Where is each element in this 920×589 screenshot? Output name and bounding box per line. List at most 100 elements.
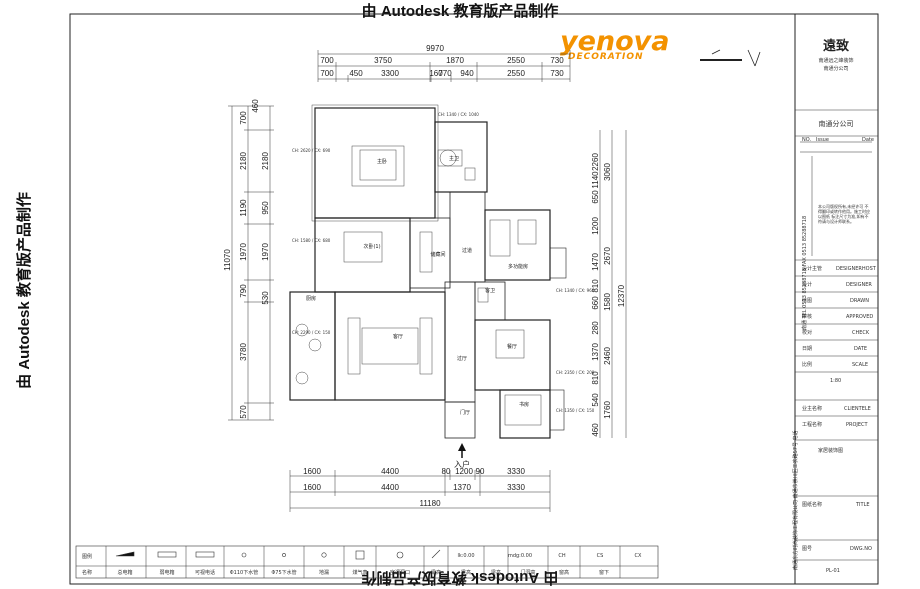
legend-head1: 图例 xyxy=(82,553,92,560)
drawing-element xyxy=(115,551,135,557)
left-dims-inner2: 460 2180 950 1970 530 xyxy=(251,99,270,305)
top-dimensions xyxy=(317,50,571,82)
drawing-element: CH: 2290 / CX: 150 xyxy=(292,330,331,335)
drawing-element xyxy=(75,545,659,579)
bottom-dim-total: 11180 xyxy=(419,499,441,508)
drawing-element xyxy=(241,552,247,558)
drawing-element: SCALE xyxy=(852,362,868,368)
legend-row1-text: lk:0.00 mdg:0.00 CH CS CX xyxy=(457,553,642,559)
drawing-element: 南通分公司 xyxy=(823,65,848,72)
drawing-element: CLIENTELE xyxy=(844,406,871,412)
drawing-element: 2180 xyxy=(239,152,248,170)
logo-brand: yenova xyxy=(560,26,670,57)
right-dims-mid: 3060 2670 1580 2460 1760 xyxy=(603,163,612,419)
room-entry-hall: 门厅 xyxy=(460,409,470,416)
drawing-element: lk:0.00 xyxy=(457,553,474,559)
right-dim-total: 12370 xyxy=(617,284,626,307)
drawing-element: 1140 xyxy=(591,171,600,189)
drawing-element: 540 xyxy=(591,393,600,407)
drawing-element xyxy=(282,553,286,557)
drawing-element xyxy=(314,107,436,219)
drawing-element: DESIGNER xyxy=(846,282,872,288)
drawing-element: 3060 xyxy=(603,163,612,181)
drawing-element xyxy=(444,401,476,439)
drawing-element xyxy=(289,292,335,401)
drawing-element: 图号 xyxy=(802,546,812,552)
drawing-element: 比例 xyxy=(802,361,812,368)
drawing-element: 1190 xyxy=(239,199,248,217)
drawing-element: 业主名称 xyxy=(802,405,822,412)
drawing-element xyxy=(754,51,761,67)
room-study: 书房 xyxy=(519,401,529,408)
ceiling-tags: CH: 1340 / CX: 1040 CH: 2620 / CX: 690 C… xyxy=(292,112,595,413)
drawing-element: 3780 xyxy=(239,343,248,361)
drawing-element xyxy=(484,209,551,281)
drawing-element xyxy=(489,219,511,257)
drawing-element: 810 xyxy=(591,279,600,293)
drawing-element xyxy=(711,49,721,55)
drawing-element: 4400 xyxy=(381,483,399,492)
entry-arrow-icon xyxy=(458,443,466,458)
drawing-element: 煤气表 xyxy=(352,569,367,576)
titleblock-phone: 南通 TEL 0513 85288718 FAX 0513 85288718 xyxy=(801,216,808,330)
drawing-element: CH: 1580 / CX: 680 xyxy=(292,238,331,243)
drawing-element: 设计主管 xyxy=(802,265,822,272)
legend-head2: 名称 xyxy=(82,569,92,576)
branch-name: 南通分公司 xyxy=(819,119,854,128)
drawing-element: 1760 xyxy=(603,401,612,419)
drawing-element: 可视电话 xyxy=(195,569,215,576)
drawing-element: CS xyxy=(597,553,604,559)
drawing-element: 160 xyxy=(429,69,443,78)
drawing-element: 弱电箱 xyxy=(159,569,174,576)
room-labels: 主卧 主卫 次卧(1) 储藏间 过道 多功能房 客卫 厨房 客厅 过厅 餐厅 门… xyxy=(306,155,529,416)
drawing-element xyxy=(295,371,309,385)
legend-items: 总电箱 弱电箱 可视电话 Φ110下水管 Φ75下水管 地漏 煤气表 空调洞口 … xyxy=(117,569,609,576)
drawing-element: 2550 xyxy=(507,69,525,78)
drawing-element: CH xyxy=(558,553,565,559)
drawing-element xyxy=(347,317,361,375)
drawing-element xyxy=(195,551,215,558)
drawing-element: 3300 xyxy=(381,69,399,78)
top-dims-row2: 700 3750 1870 2550 730 xyxy=(320,56,564,65)
drawing-element: DWG.NO xyxy=(850,546,872,552)
drawing-element xyxy=(434,121,488,193)
top-dim-total: 9970 xyxy=(426,44,444,53)
room-living: 客厅 xyxy=(393,333,403,340)
drawing-element: 门洞高 xyxy=(520,569,535,576)
drawing-element xyxy=(355,550,365,560)
drawing-element xyxy=(334,291,446,401)
bottom-dimensions xyxy=(289,470,551,512)
drawing-element: DRAWN xyxy=(850,298,869,304)
titleblock-address: 南通东方时尚装饰工程有限公司 南通市崇川区工农路57号 电话 xyxy=(792,430,799,570)
drawing-element: 校对 xyxy=(802,329,812,336)
drawing-element: CHECK xyxy=(852,330,870,336)
drawing-element: 570 xyxy=(239,405,248,419)
drawing-element xyxy=(351,145,405,187)
drawing-element xyxy=(464,167,476,181)
drawing-element: 280 xyxy=(591,321,600,335)
drawing-element xyxy=(747,49,756,67)
drawing-element: 2260 xyxy=(591,153,600,171)
drawing-element xyxy=(396,551,404,559)
right-dimensions xyxy=(599,130,627,438)
drawing-element: 图纸名称 xyxy=(802,501,822,508)
drawing-element: 790 xyxy=(239,284,248,298)
drawing-element xyxy=(504,394,542,426)
drawing-element: 梁高 xyxy=(431,569,441,576)
drawing-element xyxy=(437,149,463,167)
drawing-element: 3330 xyxy=(507,483,525,492)
drawing-element: TITLE xyxy=(855,502,870,508)
drawing-element: 770 xyxy=(438,69,452,78)
bottom-dims-row2: 1600 4400 1370 3330 xyxy=(303,483,525,492)
drawing-element xyxy=(289,291,336,401)
drawing-element: 窗下 xyxy=(599,569,609,576)
drawing-element: 700 xyxy=(320,69,334,78)
drawing-element: 11070 xyxy=(223,249,232,271)
left-dims-inner: 700 2180 1190 1970 790 3780 570 xyxy=(239,111,248,419)
drawing-element: 1470 xyxy=(591,253,600,271)
titleblock xyxy=(795,109,878,561)
drawing-element xyxy=(458,443,466,451)
right-dims-inner: 2260 1140 650 1200 1470 810 660 280 1370… xyxy=(591,153,600,437)
titleblock-notes: 本公司版权所有,未经许可 不得翻印或转作他用。施工时应以图纸 标注尺寸为准,如有… xyxy=(818,204,870,224)
drawing-element: 日期 xyxy=(802,346,812,352)
